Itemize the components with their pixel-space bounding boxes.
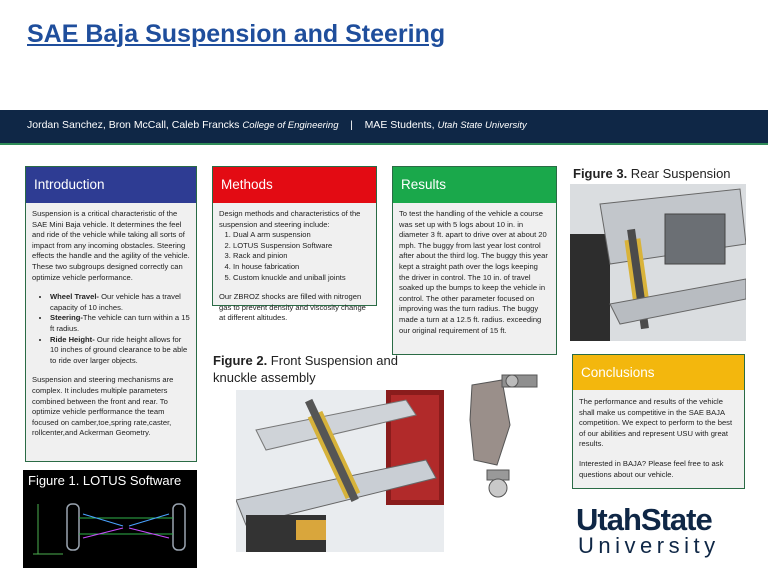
students: MAE Students, bbox=[364, 119, 435, 131]
methods-intro: Design methods and characteristics of th… bbox=[219, 209, 361, 229]
list-item: In house fabrication bbox=[233, 262, 370, 273]
list-item: Wheel Travel- Our vehicle has a travel c… bbox=[50, 292, 190, 313]
author-band bbox=[0, 110, 768, 143]
authors-affiliation: College of Engineering bbox=[242, 120, 339, 131]
band-divider bbox=[0, 143, 768, 145]
methods-heading: Methods bbox=[213, 167, 376, 203]
poster-title: SAE Baja Suspension and Steering bbox=[27, 20, 446, 48]
methods-paragraph: Our ZBROZ shocks are filled with nitroge… bbox=[219, 292, 366, 323]
conclusions-heading: Conclusions bbox=[573, 355, 744, 390]
front-suspension-image bbox=[236, 390, 444, 552]
introduction-list: Wheel Travel- Our vehicle has a travel c… bbox=[32, 292, 190, 366]
conclusions-body: The performance and results of the vehic… bbox=[579, 397, 738, 489]
results-body: To test the handling of the vehicle a co… bbox=[399, 209, 548, 335]
methods-list: Dual A arm suspension LOTUS Suspension S… bbox=[219, 230, 370, 283]
rear-suspension-image bbox=[570, 184, 746, 341]
results-heading: Results bbox=[393, 167, 556, 203]
list-item: LOTUS Suspension Software bbox=[233, 241, 370, 252]
university-affiliation: Utah State University bbox=[437, 120, 527, 131]
results-panel: Results To test the handling of the vehi… bbox=[392, 166, 557, 355]
figure-1-caption: Figure 1. LOTUS Software bbox=[28, 473, 182, 488]
logo-line-1: UtahState bbox=[576, 502, 713, 537]
list-item: Ride Height- Our ride height allows for … bbox=[50, 335, 190, 367]
methods-panel: Methods Design methods and characteristi… bbox=[212, 166, 377, 322]
figure-3-caption: Figure 3. Rear Suspension bbox=[573, 166, 731, 181]
introduction-panel: Introduction Suspension is a critical ch… bbox=[25, 166, 197, 462]
introduction-paragraph-2: Suspension and steering mechanisms are c… bbox=[32, 375, 174, 438]
figure-1: Figure 1. LOTUS Software bbox=[23, 470, 197, 568]
introduction-paragraph: Suspension is a critical characteristic … bbox=[32, 209, 190, 282]
introduction-heading: Introduction bbox=[26, 167, 196, 203]
author-line: Jordan Sanchez, Bron McCall, Caleb Franc… bbox=[27, 119, 527, 131]
conclusions-paragraph: The performance and results of the vehic… bbox=[579, 397, 733, 449]
conclusions-paragraph-2: Interested in BAJA? Please feel free to … bbox=[579, 458, 724, 479]
list-item: Custom knuckle and uniball joints bbox=[233, 273, 370, 284]
figure-2-caption: Figure 2. Front Suspension and knuckle a… bbox=[213, 353, 398, 385]
separator: | bbox=[350, 119, 353, 131]
conclusions-panel: Conclusions The performance and results … bbox=[572, 354, 745, 489]
logo-line-2: University bbox=[578, 533, 720, 558]
methods-body: Design methods and characteristics of th… bbox=[219, 209, 370, 333]
introduction-body: Suspension is a critical characteristic … bbox=[32, 209, 190, 448]
lotus-software-image bbox=[33, 503, 186, 555]
list-item: Steering-The vehicle can turn within a 1… bbox=[50, 313, 190, 334]
knuckle-assembly-image bbox=[469, 374, 538, 498]
list-item: Dual A arm suspension bbox=[233, 230, 370, 241]
list-item: Rack and pinion bbox=[233, 251, 370, 262]
authors: Jordan Sanchez, Bron McCall, Caleb Franc… bbox=[27, 119, 240, 131]
